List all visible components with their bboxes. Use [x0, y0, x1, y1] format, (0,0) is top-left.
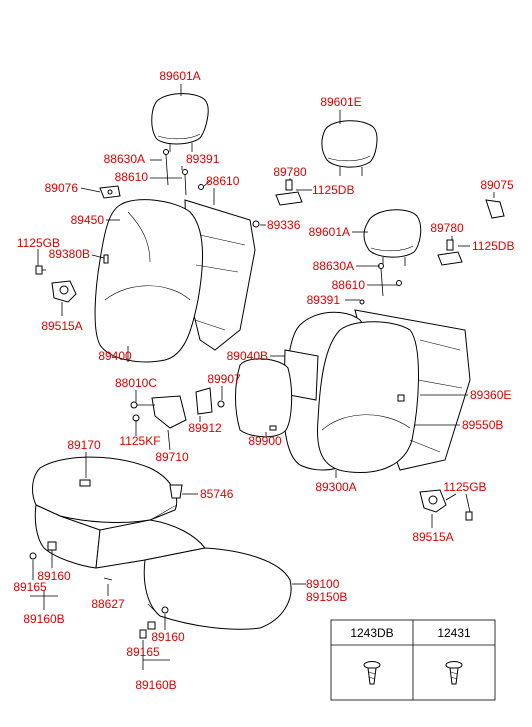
- part-label: 89450: [71, 213, 105, 227]
- screw-icon: [363, 661, 381, 685]
- part-label: 1125DB: [472, 239, 514, 253]
- part-label: 89170: [67, 438, 101, 452]
- part-label: 89391: [186, 152, 220, 166]
- part-label: 89300A: [315, 480, 356, 494]
- middle-hardware: [130, 387, 225, 429]
- headrest-left: [151, 93, 209, 152]
- fastener-legend-table: 1243DB 12431: [330, 619, 496, 701]
- part-label: 88627: [91, 597, 125, 611]
- part-label: 89076: [45, 181, 79, 195]
- part-label: 89165: [13, 580, 47, 594]
- part-label: 88610: [115, 170, 149, 184]
- left-small-parts: [35, 149, 260, 303]
- bottom-hardware: [29, 541, 169, 639]
- armrest: [235, 349, 319, 438]
- part-label: 89150B: [306, 590, 347, 604]
- part-label: 1125DB: [312, 183, 354, 197]
- part-label: 89710: [155, 450, 189, 464]
- part-labels: 89601A 88630A 89391 88610 88610 89076 89…: [13, 69, 514, 692]
- part-label: 1125KF: [119, 434, 160, 448]
- part-label: 89601A: [309, 225, 350, 239]
- right-top-parts: [275, 179, 505, 297]
- part-label: 89040B: [227, 349, 268, 363]
- part-label: 89912: [188, 421, 222, 435]
- part-label: 89100: [306, 577, 340, 591]
- seatback-right: [283, 299, 473, 521]
- part-label: 89601E: [320, 95, 361, 109]
- part-label: 89075: [480, 178, 514, 192]
- part-label: 89360E: [470, 388, 511, 402]
- part-label: 88630A: [104, 152, 145, 166]
- part-label: 1125GB: [17, 236, 60, 250]
- part-label: 89160B: [23, 612, 64, 626]
- part-label: 89391: [307, 293, 341, 307]
- part-label: 89160: [37, 569, 71, 583]
- part-label: 89900: [248, 434, 282, 448]
- part-label: 89380B: [49, 247, 90, 261]
- part-label: 88630A: [313, 259, 354, 273]
- headrest-center: [321, 120, 378, 176]
- part-label: 89601A: [159, 69, 200, 83]
- part-label: 89515A: [412, 530, 453, 544]
- screw-icon: [445, 661, 463, 685]
- part-label: 88010C: [115, 376, 157, 390]
- seatback-left: [94, 199, 256, 363]
- part-label: 89550B: [462, 418, 503, 432]
- part-label: 89160B: [135, 678, 176, 692]
- part-label: 89515A: [41, 319, 82, 333]
- legend-header-12431: 12431: [437, 626, 471, 640]
- seat-cushion: [32, 456, 292, 630]
- part-label: 89165: [126, 645, 160, 659]
- part-label: 88610: [332, 278, 366, 292]
- part-label: 85746: [200, 487, 234, 501]
- part-label: 89160: [151, 630, 185, 644]
- legend-header-1243DB: 1243DB: [350, 626, 393, 640]
- headrest-right: [363, 209, 422, 266]
- leader-lines: [30, 84, 495, 670]
- part-label: 89336: [267, 218, 301, 232]
- part-label: 1125GB: [443, 480, 486, 494]
- part-label: 89907: [207, 372, 241, 386]
- part-label: 89780: [430, 221, 464, 235]
- part-label: 89780: [273, 165, 307, 179]
- part-label: 89400: [98, 349, 132, 363]
- part-label: 88610: [206, 174, 240, 188]
